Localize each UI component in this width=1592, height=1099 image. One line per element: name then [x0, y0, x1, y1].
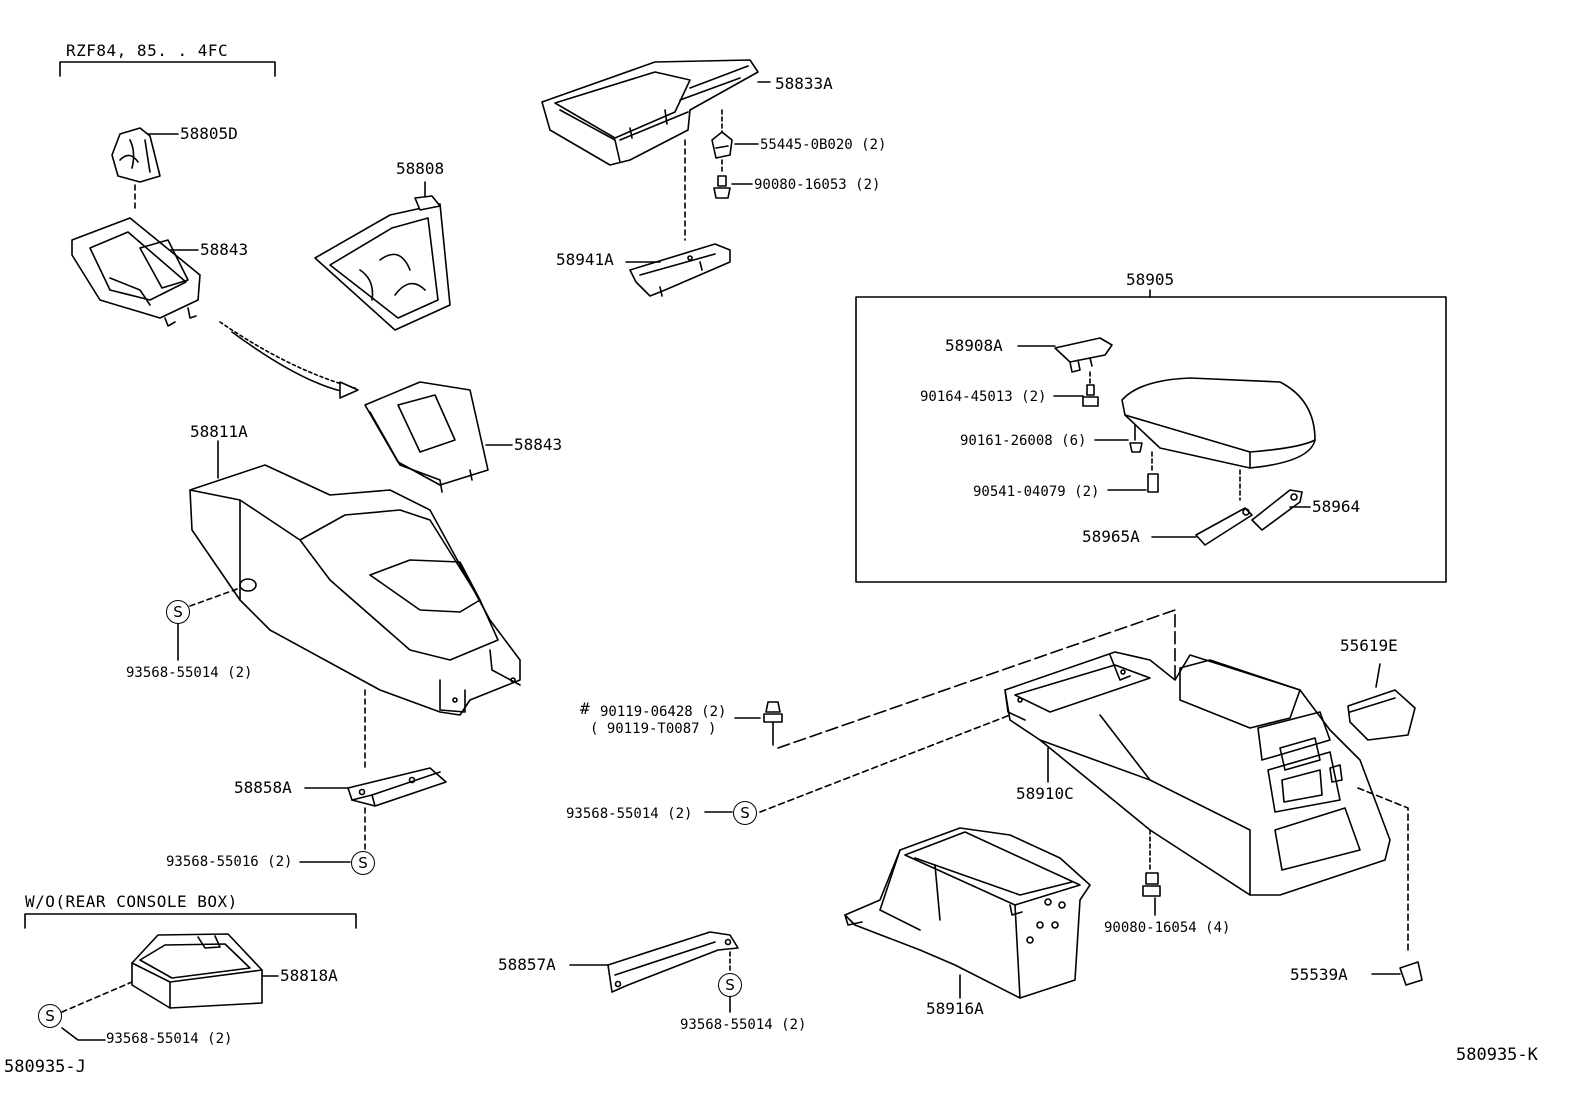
part-58843-upper-shape — [71, 217, 201, 327]
label-90080-16053: 90080-16053 (2) — [754, 177, 881, 193]
part-90161-shape — [1094, 424, 1143, 453]
part-55539A-shape — [1357, 787, 1423, 986]
label-58910C: 58910C — [1016, 784, 1074, 803]
dash-s-rear — [759, 714, 1011, 813]
leader-93568-55014-b — [61, 1027, 106, 1041]
part-58808-shape — [314, 181, 451, 331]
label-58808: 58808 — [396, 159, 445, 178]
part-58833A-shape — [541, 59, 771, 241]
footer-ref-right: 580935-K — [1456, 1045, 1538, 1065]
label-55539A: 55539A — [1290, 965, 1348, 984]
label-90080-16054: 90080-16054 (4) — [1104, 920, 1231, 936]
part-58910C-shape — [1004, 651, 1391, 896]
part-58908A-shape — [1017, 337, 1113, 373]
label-93568-55016: 93568-55016 (2) — [166, 854, 293, 870]
arrow-58843 — [219, 321, 359, 399]
s-symbol-4: S — [733, 801, 757, 825]
s-symbol-2: S — [351, 851, 375, 875]
s-link-1 — [177, 587, 241, 661]
part-58916A-shape — [844, 827, 1091, 999]
label-58833A: 58833A — [775, 74, 833, 93]
part-58843-lower-shape — [364, 381, 513, 493]
label-58916A: 58916A — [926, 999, 984, 1018]
label-93568-55014-a: 93568-55014 (2) — [126, 665, 253, 681]
part-55619E-shape — [1347, 663, 1416, 741]
part-90164-shape — [1053, 371, 1099, 407]
label-93568-55014-d: 93568-55014 (2) — [680, 1017, 807, 1033]
label-58908A: 58908A — [945, 336, 1003, 355]
wo-rear-label: W/O(REAR CONSOLE BOX) — [25, 892, 238, 911]
rzf-label: RZF84, 85. . 4FC — [66, 41, 229, 60]
label-93568-55014-c: 93568-55014 (2) — [566, 806, 693, 822]
label-58843-lower: 58843 — [514, 435, 563, 454]
label-58965A: 58965A — [1082, 527, 1140, 546]
label-58818A: 58818A — [280, 966, 338, 985]
label-58905: 58905 — [1126, 270, 1175, 289]
part-90080-16054-shape — [1142, 829, 1161, 916]
part-58858A-shape — [304, 767, 447, 851]
label-58805D: 58805D — [180, 124, 238, 143]
label-90119-T0087: ( 90119-T0087 ) — [590, 721, 717, 737]
part-58857A-shape — [569, 931, 739, 1013]
label-58858A: 58858A — [234, 778, 292, 797]
part-58805D-shape — [111, 127, 179, 213]
wo-bracket — [24, 913, 357, 929]
footer-ref-left: 580935-J — [4, 1057, 86, 1077]
part-58818A-shape — [61, 933, 279, 1013]
part-90119-shape — [734, 609, 1176, 749]
s-symbol-3: S — [38, 1004, 62, 1028]
part-58964-58965A-shape — [1151, 469, 1311, 546]
rzf-bracket — [59, 61, 276, 77]
label-90119-06428: 90119-06428 (2) — [600, 704, 727, 720]
label-55445-0B020: 55445-0B020 (2) — [760, 137, 887, 153]
label-90541-04079: 90541-04079 (2) — [973, 484, 1100, 500]
label-55619E: 55619E — [1340, 636, 1398, 655]
box-58905 — [855, 296, 1447, 583]
part-90080-16053-shape — [713, 159, 753, 199]
label-90161-26008: 90161-26008 (6) — [960, 433, 1087, 449]
label-hash-symbol: # — [580, 699, 590, 718]
label-58964: 58964 — [1312, 497, 1361, 516]
label-58857A: 58857A — [498, 955, 556, 974]
part-90541-shape — [1107, 451, 1159, 493]
s-symbol-5: S — [718, 973, 742, 997]
part-58811A-shape — [189, 440, 521, 716]
label-58941A: 58941A — [556, 250, 614, 269]
part-55445-shape — [711, 109, 759, 159]
label-90164-45013: 90164-45013 (2) — [920, 389, 1047, 405]
label-93568-55014-b: 93568-55014 (2) — [106, 1031, 233, 1047]
label-58843-upper: 58843 — [200, 240, 249, 259]
part-58941A-shape — [625, 243, 731, 297]
label-58811A: 58811A — [190, 422, 248, 441]
part-lid-shape — [1121, 377, 1316, 469]
s-symbol-1: S — [166, 600, 190, 624]
